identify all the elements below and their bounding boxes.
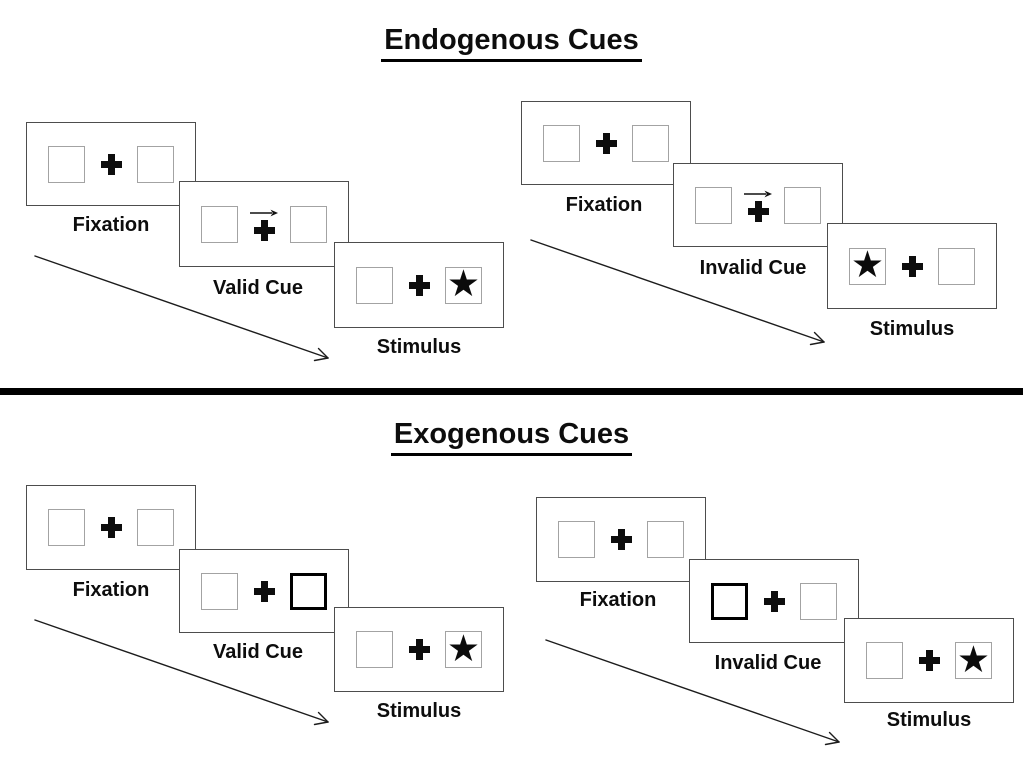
target-star-icon: ★	[956, 637, 991, 681]
exogenous-title-text: Exogenous Cues	[390, 418, 633, 456]
section-divider	[0, 388, 1023, 395]
right-target-box: ★	[445, 262, 482, 305]
endo-valid-cue-panel	[179, 181, 349, 267]
right-target-box: ★	[955, 637, 992, 681]
central-cue-stack	[249, 207, 279, 241]
cue-arrow-right-icon	[250, 209, 278, 217]
step-label: Fixation	[565, 194, 643, 216]
timeline-arrow-icon	[34, 619, 329, 726]
right-placeholder-box	[290, 205, 327, 243]
left-placeholder-box	[356, 266, 393, 304]
exo-invalid-fixation-panel	[536, 497, 706, 582]
central-cue-stack	[743, 188, 773, 222]
cue-arrow-right-icon	[744, 190, 772, 198]
endo-invalid-cue-panel	[673, 163, 843, 247]
left-placeholder-box	[695, 186, 732, 224]
fixation-cross-icon	[610, 529, 632, 550]
step-label: Invalid Cue	[699, 257, 807, 279]
timeline-arrow-icon	[530, 239, 825, 346]
step-label: Stimulus	[376, 700, 462, 722]
right-placeholder-box	[784, 186, 821, 224]
exogenous-section-title: Exogenous Cues	[0, 418, 1023, 456]
right-placeholder-box	[938, 247, 975, 285]
fixation-cross-icon	[595, 132, 617, 154]
right-placeholder-box	[800, 582, 837, 620]
fixation-cross-icon	[901, 255, 923, 277]
right-placeholder-box	[137, 145, 174, 183]
timeline-arrow-icon	[545, 639, 840, 746]
step-label: Fixation	[72, 214, 150, 236]
step-label: Stimulus	[886, 709, 972, 731]
exo-invalid-cue-panel	[689, 559, 859, 643]
fixation-cross-icon	[763, 590, 785, 612]
step-label: Fixation	[72, 579, 150, 601]
fixation-cross-icon	[100, 517, 122, 538]
exo-valid-fixation-panel	[26, 485, 196, 570]
fixation-cross-icon	[408, 639, 430, 660]
cue-highlight-box-left	[711, 582, 748, 620]
endo-valid-stimulus-panel: ★	[334, 242, 504, 328]
endo-invalid-fixation-panel	[521, 101, 691, 185]
left-placeholder-box	[558, 521, 595, 558]
target-star-icon: ★	[850, 243, 885, 286]
step-label: Invalid Cue	[714, 652, 822, 674]
exo-valid-cue-panel	[179, 549, 349, 633]
left-placeholder-box	[201, 205, 238, 243]
left-placeholder-box	[543, 124, 580, 162]
endogenous-title-text: Endogenous Cues	[381, 24, 642, 62]
right-placeholder-box	[137, 509, 174, 546]
step-label: Stimulus	[869, 318, 955, 340]
right-target-box: ★	[445, 626, 482, 670]
endogenous-section-title: Endogenous Cues	[0, 24, 1023, 62]
fixation-cross-icon	[253, 220, 275, 241]
fixation-cross-icon	[253, 580, 275, 602]
fixation-cross-icon	[918, 650, 940, 671]
right-placeholder-box	[647, 521, 684, 558]
target-star-icon: ★	[446, 262, 481, 305]
left-placeholder-box	[48, 509, 85, 546]
exo-invalid-stimulus-panel: ★	[844, 618, 1014, 703]
target-star-icon: ★	[446, 626, 481, 670]
fixation-cross-icon	[408, 274, 430, 296]
step-label: Stimulus	[376, 336, 462, 358]
step-label: Valid Cue	[212, 277, 304, 299]
exo-valid-stimulus-panel: ★	[334, 607, 504, 692]
right-placeholder-box	[632, 124, 669, 162]
timeline-arrow-icon	[34, 255, 329, 362]
cue-highlight-box-right	[290, 572, 327, 610]
left-placeholder-box	[201, 572, 238, 610]
left-placeholder-box	[48, 145, 85, 183]
left-placeholder-box	[866, 642, 903, 679]
fixation-cross-icon	[100, 153, 122, 175]
left-target-box: ★	[849, 243, 886, 286]
endo-invalid-stimulus-panel: ★	[827, 223, 997, 309]
step-label: Valid Cue	[212, 641, 304, 663]
left-placeholder-box	[356, 631, 393, 668]
endo-valid-fixation-panel	[26, 122, 196, 206]
fixation-cross-icon	[747, 201, 769, 222]
step-label: Fixation	[579, 589, 657, 611]
